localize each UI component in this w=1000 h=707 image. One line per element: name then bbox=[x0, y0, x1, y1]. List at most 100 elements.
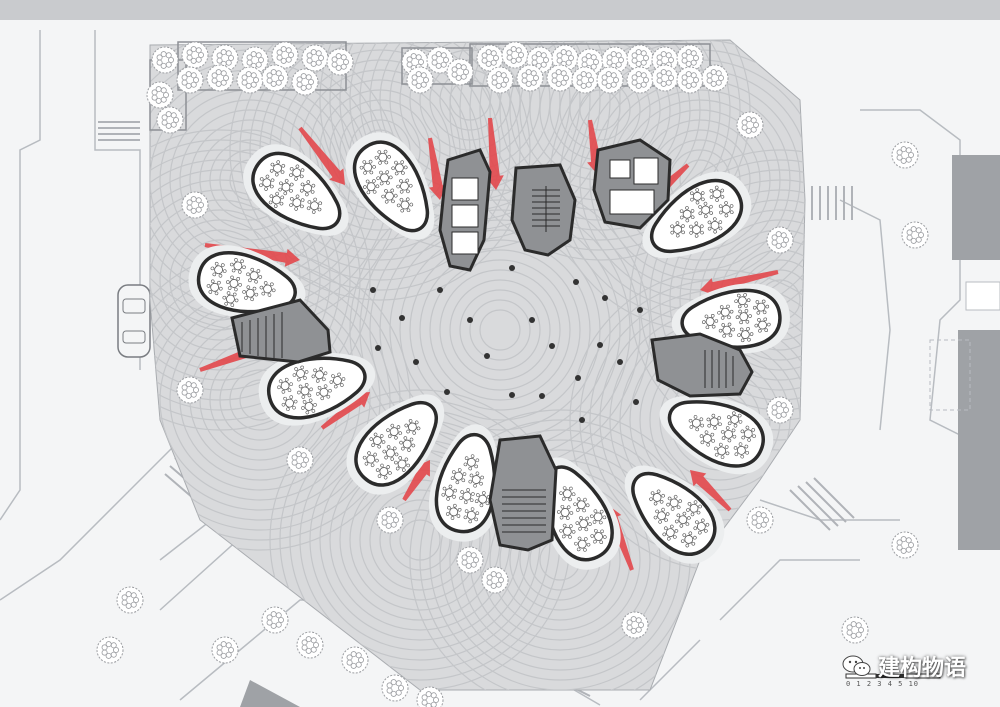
dining-table-icon bbox=[301, 398, 317, 415]
tree-canopy-icon bbox=[181, 41, 209, 69]
tree-canopy-icon bbox=[596, 66, 624, 94]
tree-canopy-icon bbox=[151, 46, 179, 74]
pod bbox=[642, 171, 752, 259]
column-dot-icon bbox=[637, 307, 643, 313]
column-dot-icon bbox=[602, 295, 608, 301]
dining-table-icon bbox=[381, 188, 398, 204]
dining-table-icon bbox=[717, 304, 734, 320]
tree-canopy-icon bbox=[676, 66, 704, 94]
dining-table-icon bbox=[590, 529, 607, 545]
tree-canopy-icon bbox=[211, 44, 239, 72]
building-east bbox=[958, 330, 1000, 550]
pod bbox=[539, 457, 621, 570]
dining-table-icon bbox=[733, 442, 749, 459]
tree-canopy-icon bbox=[301, 44, 329, 72]
service-core-east bbox=[650, 332, 754, 398]
dining-table-icon bbox=[222, 291, 239, 307]
restaurant-pods bbox=[188, 132, 790, 570]
tree-canopy-icon bbox=[261, 606, 289, 634]
tree-canopy-icon bbox=[651, 64, 679, 92]
tree-canopy-icon bbox=[456, 546, 484, 574]
stair-icon bbox=[704, 350, 734, 388]
dining-table-icon bbox=[574, 536, 591, 552]
dining-table-icon bbox=[281, 395, 298, 412]
tree-canopy-icon bbox=[546, 64, 574, 92]
tree-canopy-icon bbox=[516, 64, 544, 92]
tree-canopy-icon bbox=[236, 66, 264, 94]
tree-canopy-icon bbox=[211, 636, 239, 664]
dining-table-icon bbox=[391, 160, 408, 176]
stair-icon bbox=[502, 489, 546, 533]
red-circulation-arrow-icon bbox=[320, 392, 370, 430]
column-dot-icon bbox=[484, 353, 490, 359]
service-core-south bbox=[488, 434, 558, 552]
tree-canopy-icon bbox=[156, 106, 184, 134]
dining-table-icon bbox=[474, 491, 491, 508]
pod bbox=[258, 352, 376, 426]
watermark: 建构物语 bbox=[842, 650, 966, 682]
tree-canopy-icon bbox=[766, 226, 794, 254]
building-northeast bbox=[952, 155, 1000, 260]
column-dot-icon bbox=[509, 392, 515, 398]
dining-table-icon bbox=[688, 415, 704, 432]
dining-table-icon bbox=[690, 188, 705, 205]
tree-canopy-icon bbox=[146, 81, 174, 109]
dining-table-icon bbox=[740, 425, 756, 442]
tree-canopy-icon bbox=[176, 66, 204, 94]
crosswalk-east bbox=[811, 186, 853, 220]
columns bbox=[370, 265, 643, 423]
dining-table-icon bbox=[653, 507, 670, 524]
tree-canopy-icon bbox=[406, 66, 434, 94]
dining-table-icon bbox=[706, 413, 722, 430]
column-dot-icon bbox=[549, 343, 555, 349]
red-circulation-arrow-icon bbox=[690, 470, 732, 512]
dining-table-icon bbox=[468, 471, 484, 488]
tree-canopy-icon bbox=[891, 531, 919, 559]
red-circulation-arrow-icon bbox=[298, 126, 345, 185]
dining-table-icon bbox=[374, 149, 391, 165]
dining-table-icon bbox=[210, 261, 227, 278]
dining-table-icon bbox=[268, 191, 285, 208]
service-core-north-left bbox=[438, 148, 492, 272]
tree-canopies bbox=[96, 41, 929, 707]
top-band bbox=[0, 0, 1000, 20]
crosswalk-southeast bbox=[789, 477, 855, 531]
dining-table-icon bbox=[445, 503, 462, 520]
tree-canopy-icon bbox=[271, 41, 299, 69]
tree-canopy-icon bbox=[766, 396, 794, 424]
service-core-west bbox=[230, 298, 332, 364]
dining-table-icon bbox=[727, 411, 743, 428]
tree-canopy-icon bbox=[891, 141, 919, 169]
tree-canopy-icon bbox=[286, 446, 314, 474]
column-dot-icon bbox=[467, 317, 473, 323]
dining-table-icon bbox=[701, 314, 719, 330]
tree-canopy-icon bbox=[261, 64, 289, 92]
dining-table-icon bbox=[311, 366, 328, 383]
column-dot-icon bbox=[437, 287, 443, 293]
dining-table-icon bbox=[718, 322, 735, 338]
dining-table-icon bbox=[246, 267, 263, 284]
tree-canopy-icon bbox=[621, 611, 649, 639]
red-circulation-arrow-icon bbox=[428, 137, 447, 200]
tree-canopy-icon bbox=[841, 616, 869, 644]
adjacent-buildings bbox=[240, 155, 1000, 707]
dining-table-icon bbox=[463, 454, 480, 471]
tree-canopy-icon bbox=[736, 111, 764, 139]
dining-table-icon bbox=[666, 494, 683, 511]
stair-icon bbox=[532, 186, 560, 232]
dining-table-icon bbox=[670, 221, 685, 238]
dining-table-icon bbox=[752, 299, 770, 315]
tree-canopy-icon bbox=[701, 64, 729, 92]
red-circulation-arrow-icon bbox=[402, 460, 430, 502]
scale-bar bbox=[845, 673, 941, 679]
tree-canopy-icon bbox=[426, 46, 454, 74]
dining-table-icon bbox=[441, 484, 458, 501]
tree-canopy-icon bbox=[376, 506, 404, 534]
tree-canopy-icon bbox=[571, 66, 599, 94]
dining-table-icon bbox=[316, 384, 332, 401]
dining-table-icon bbox=[737, 327, 754, 343]
dining-table-icon bbox=[292, 365, 309, 382]
tree-canopy-icon bbox=[901, 221, 929, 249]
pod bbox=[188, 245, 306, 318]
